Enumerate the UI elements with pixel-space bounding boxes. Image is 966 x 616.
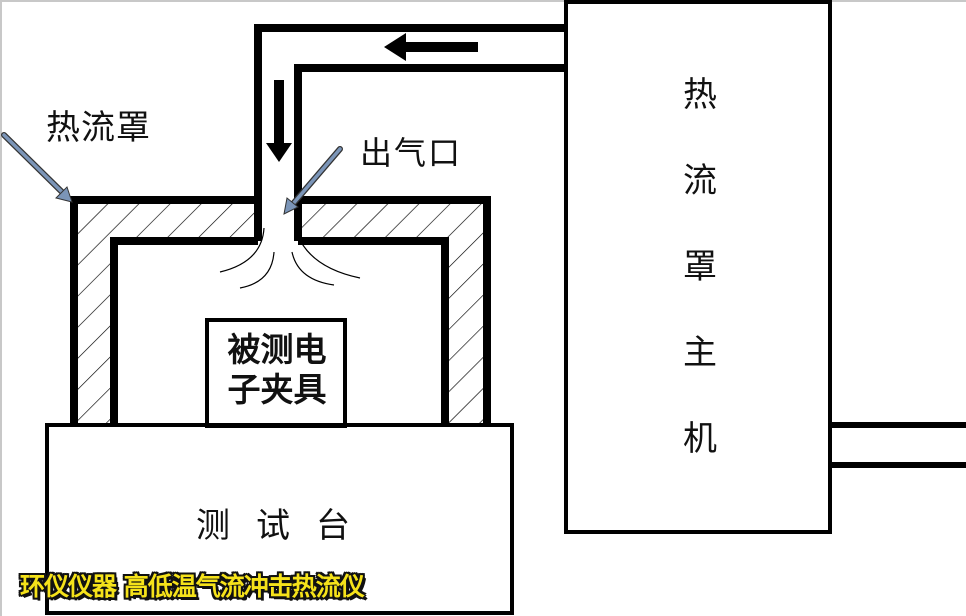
heat-flow-hood <box>70 196 491 425</box>
flow-arrow-left-icon <box>384 33 478 61</box>
fixture-label: 被测电 子夹具 <box>213 330 341 410</box>
hood-label: 热流罩 <box>46 108 151 148</box>
main-unit-char: 主 <box>683 333 717 373</box>
main-unit-char: 罩 <box>683 247 717 287</box>
main-unit-label: 热 流 罩 主 机 <box>680 70 720 500</box>
fixture-label-line2: 子夹具 <box>227 370 327 409</box>
main-unit-char: 热 <box>683 75 717 115</box>
outlet-label: 出气口 <box>360 134 463 172</box>
fixture-box <box>205 318 347 428</box>
main-unit-char: 流 <box>683 161 717 201</box>
hood-pointer-arrow-icon <box>1 132 73 203</box>
air-duct <box>254 24 566 241</box>
main-unit-char: 机 <box>683 419 717 459</box>
flow-arrow-down-icon <box>266 80 292 162</box>
fixture-label-line1: 被测电 <box>227 330 327 369</box>
main-unit-box <box>564 0 832 534</box>
test-table-label: 测试台 <box>196 506 376 546</box>
airflow-lines <box>219 227 361 289</box>
test-table-box <box>45 423 514 615</box>
outlet-pointer-arrow-icon <box>283 146 343 215</box>
watermark-caption: 环仪仪器 高低温气流冲击热流仪 <box>20 572 365 601</box>
